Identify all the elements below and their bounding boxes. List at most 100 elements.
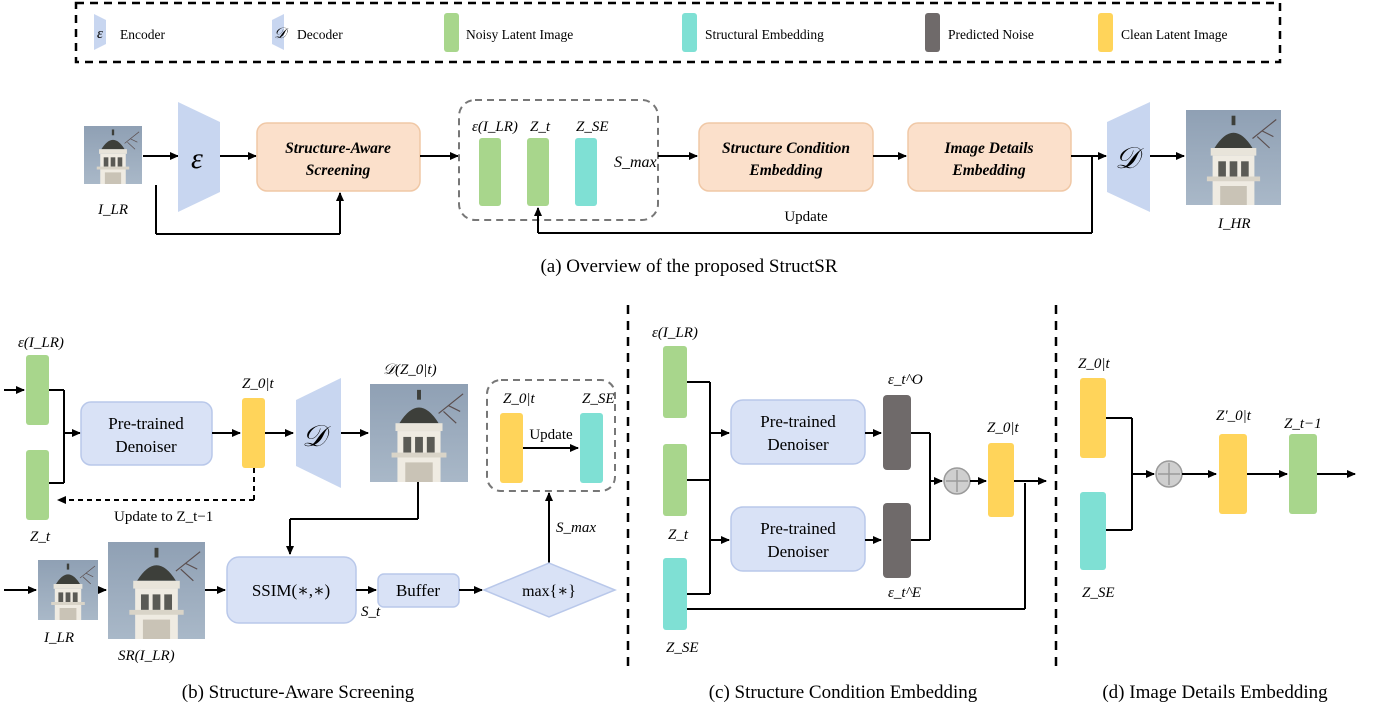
b-denoiser-line2: Denoiser (115, 437, 177, 456)
b-decoder (296, 378, 341, 488)
overview-output-label: I_HR (1217, 216, 1251, 232)
c-eps-o-latent (883, 395, 911, 470)
b-box-zse: Z_SE (582, 391, 615, 407)
b-ssim: SSIM(∗,∗) (252, 581, 330, 600)
legend-encoder: ε Encoder (94, 14, 165, 50)
d-z0t-prime-latent (1219, 434, 1247, 514)
structural-swatch (682, 13, 697, 52)
b-zt-latent (26, 450, 49, 520)
legend-predicted-label: Predicted Noise (948, 27, 1034, 42)
overview-update-label: Update (784, 209, 828, 225)
overview-input-label: I_LR (97, 202, 128, 218)
b-zt-label: Z_t (30, 529, 51, 545)
c-zt-label: Z_t (668, 527, 689, 543)
b-buffer: Buffer (396, 581, 440, 600)
overview-zt-latent (527, 138, 549, 206)
b-ilr-label: I_LR (43, 630, 74, 646)
caption-d: (d) Image Details Embedding (1102, 682, 1328, 703)
sce-line1: Structure Condition (722, 140, 850, 157)
c-enc-label: ε(I_LR) (652, 325, 698, 341)
b-box-z0t: Z_0|t (503, 391, 535, 407)
max-diamond (482, 562, 617, 618)
latent-group (458, 99, 659, 221)
b-z0t-latent (242, 398, 265, 468)
encoder-swatch (94, 14, 106, 50)
legend-frame (74, 1, 1282, 64)
c-zt-latent (663, 444, 687, 516)
col3-label: Z_SE (576, 119, 609, 135)
c-eps-e: ε_t^E (888, 585, 921, 601)
structure-aware-screening-box (256, 122, 421, 192)
c-z0t-latent (988, 443, 1014, 517)
legend-structural-label: Structural Embedding (705, 27, 824, 42)
overview-enc-latent (479, 138, 501, 206)
c-denoiser1-box (730, 399, 866, 465)
c-denoiser2-box (730, 506, 866, 572)
c-z0t-label: Z_0|t (987, 420, 1019, 436)
overview-decoder (1107, 102, 1150, 212)
caption-b: (b) Structure-Aware Screening (182, 682, 415, 703)
b-decoded-label: 𝒟(Z_0|t) (383, 362, 437, 378)
structure-condition-embedding-box (698, 122, 874, 192)
b-update-group (486, 379, 616, 492)
b-st: S_t (361, 604, 381, 620)
predicted-swatch (925, 13, 940, 52)
sce-line2: Embedding (748, 162, 822, 179)
d-zse-label: Z_SE (1082, 585, 1115, 601)
legend-decoder-label: Decoder (297, 27, 343, 42)
b-denoiser-line1: Pre-trained (108, 414, 184, 433)
overview-encoder-symbol: ε (191, 142, 203, 175)
col2-label: Z_t (530, 119, 551, 135)
legend-noisy: Noisy Latent Image (444, 13, 573, 52)
legend-decoder: 𝒟 Decoder (272, 14, 343, 50)
col1-label: ε(I_LR) (472, 119, 518, 135)
panel-c: ε(I_LR) Z_t Z_SE Pre-trained Denoiser Pr… (652, 325, 1047, 703)
d-z0t-latent (1080, 378, 1106, 458)
sas-line2: Screening (306, 162, 371, 179)
d-zt1-latent (1289, 434, 1317, 514)
ide-line2: Embedding (951, 162, 1025, 179)
overview-panel: I_LR ε Structure-Aware Screening ε(I_LR)… (83, 99, 1282, 277)
overview-zse-latent (575, 138, 597, 206)
panel-d: Z_0|t Z_SE Z′_0|t Z_t−1 (d) Image Detail… (1078, 356, 1356, 703)
overview-encoder (178, 102, 220, 212)
b-box-update: Update (529, 427, 573, 443)
overview-smax: S_max (614, 154, 657, 171)
caption-c: (c) Structure Condition Embedding (709, 682, 978, 703)
legend-clean-label: Clean Latent Image (1121, 27, 1227, 42)
b-box-zse-latent (580, 413, 603, 483)
legend-predicted: Predicted Noise (925, 13, 1034, 52)
caption-a: (a) Overview of the proposed StructSR (540, 256, 837, 277)
c-zse-latent (663, 558, 687, 630)
c-eps-o: ε_t^O (888, 372, 923, 388)
b-enc-latent (26, 355, 49, 425)
b-sr-image (107, 541, 206, 640)
legend-structural: Structural Embedding (682, 13, 824, 52)
b-box-z0t-latent (500, 413, 523, 483)
input-image-lr (83, 125, 143, 185)
b-z0t-label: Z_0|t (242, 376, 274, 392)
c-zse-label: Z_SE (666, 640, 699, 656)
c-denoiser1-line1: Pre-trained (760, 412, 836, 431)
c-denoiser2-line1: Pre-trained (760, 519, 836, 538)
noisy-swatch (444, 13, 459, 52)
d-zse-latent (1080, 492, 1106, 570)
ide-line1: Image Details (943, 140, 1033, 157)
c-eps-e-latent (883, 503, 911, 578)
b-update-to: Update to Z_t−1 (114, 509, 213, 525)
b-ilr-image (37, 559, 99, 621)
image-details-embedding-box (907, 122, 1072, 192)
c-plus-icon (943, 467, 971, 495)
b-enc-label: ε(I_LR) (18, 335, 64, 351)
legend-clean: Clean Latent Image (1098, 13, 1227, 52)
legend: ε Encoder 𝒟 Decoder Noisy Latent Image S… (74, 1, 1282, 64)
legend-noisy-label: Noisy Latent Image (466, 27, 573, 42)
legend-encoder-label: Encoder (120, 27, 165, 42)
legend-decoder-symbol: 𝒟 (274, 26, 289, 42)
c-denoiser2-line2: Denoiser (767, 542, 829, 561)
clean-swatch (1098, 13, 1113, 52)
d-zt1: Z_t−1 (1284, 416, 1322, 432)
c-denoiser1-line2: Denoiser (767, 435, 829, 454)
legend-encoder-symbol: ε (97, 26, 103, 42)
